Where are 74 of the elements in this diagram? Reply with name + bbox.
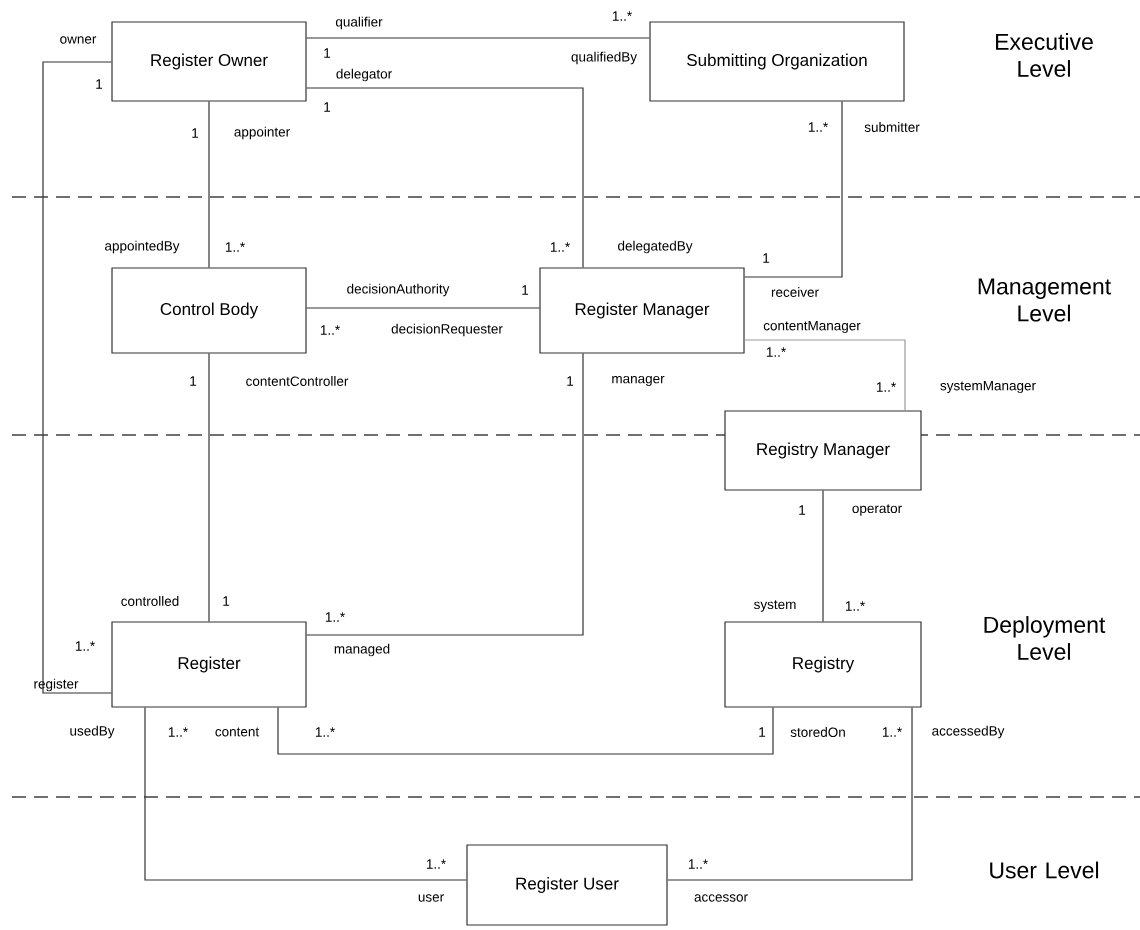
association-end-label: qualifiedBy <box>571 51 637 65</box>
association-end-label: 1..* <box>876 382 896 392</box>
association-line <box>306 37 650 39</box>
association-end-label: 1 <box>522 285 529 295</box>
association-end-label: managed <box>334 643 390 657</box>
level-label: Deployment Level <box>984 616 1106 660</box>
class-box: Registry Manager <box>724 410 922 491</box>
association-end-label: manager <box>612 376 665 387</box>
association-end-label: accessedBy <box>932 725 1005 739</box>
level-label: Management Level <box>978 278 1111 322</box>
association-end-label: 1 <box>190 376 197 386</box>
class-box: Submitting Organization <box>649 21 905 102</box>
association-end-label: delegatedBy <box>618 240 693 254</box>
association-line <box>667 707 913 881</box>
association-line <box>42 61 112 694</box>
association-end-label: qualifier <box>335 16 383 30</box>
class-box: Register Owner <box>111 21 307 102</box>
association-end-label: 1..* <box>426 859 446 869</box>
association-end-label: 1..* <box>225 242 245 252</box>
association-end-label: 1..* <box>325 612 345 622</box>
association-end-label: 1..* <box>766 347 786 357</box>
association-end-label: 1 <box>799 505 806 515</box>
association-end-label: contentController <box>246 376 349 386</box>
association-end-label: delegator <box>336 68 392 82</box>
association-end-label: decisionAuthority <box>347 283 450 297</box>
association-line <box>306 353 584 636</box>
association-end-label: 1..* <box>315 727 335 737</box>
association-end-label: 1..* <box>550 242 570 252</box>
level-label: Executive Level <box>996 33 1093 77</box>
association-line <box>277 707 774 755</box>
association-end-label: submitter <box>864 122 920 132</box>
class-box: Register <box>111 621 307 708</box>
association-end-label: receiver <box>771 287 819 297</box>
association-end-label: 1 <box>763 253 770 263</box>
association-end-label: accessor <box>694 894 748 902</box>
association-line <box>744 339 906 411</box>
association-end-label: 1..* <box>75 641 95 651</box>
association-end-label: storedOn <box>790 727 845 737</box>
association-end-label: 1..* <box>808 122 828 132</box>
association-end-label: 1 <box>324 102 331 112</box>
association-line <box>306 87 584 268</box>
association-line <box>144 707 467 881</box>
association-end-label: appointedBy <box>105 240 180 254</box>
association-end-label: 1..* <box>688 859 708 869</box>
class-box: Control Body <box>111 267 307 354</box>
association-end-label: 1..* <box>612 11 632 21</box>
association-end-label: owner <box>60 36 97 44</box>
association-end-label: 1 <box>223 596 230 606</box>
association-end-label: 1..* <box>168 727 188 737</box>
association-end-label: decisionRequester <box>391 323 503 337</box>
association-line <box>744 101 843 278</box>
association-end-label: contentManager <box>763 320 861 334</box>
association-end-label: 1 <box>759 727 766 737</box>
association-end-label: register <box>34 678 79 692</box>
association-line <box>306 307 540 309</box>
class-box: Registry <box>724 621 922 708</box>
association-end-label: content <box>215 727 260 737</box>
association-end-label: 1 <box>324 48 331 58</box>
association-line <box>208 353 210 622</box>
level-label: User Level <box>990 861 1099 879</box>
association-end-label: 1 <box>192 128 199 138</box>
association-end-label: usedBy <box>70 725 115 739</box>
association-end-label: 1..* <box>882 727 902 737</box>
class-box: Register User <box>466 844 668 926</box>
association-end-label: controlled <box>121 596 179 606</box>
association-end-label: 1 <box>567 376 574 386</box>
association-end-label: user <box>418 894 444 902</box>
association-end-label: systemManager <box>940 380 1036 394</box>
association-end-label: operator <box>852 504 902 516</box>
association-end-label: 1..* <box>320 325 340 335</box>
association-line <box>822 490 824 622</box>
association-line <box>208 101 210 268</box>
class-box: Register Manager <box>539 267 745 354</box>
association-end-label: appointer <box>234 126 290 140</box>
